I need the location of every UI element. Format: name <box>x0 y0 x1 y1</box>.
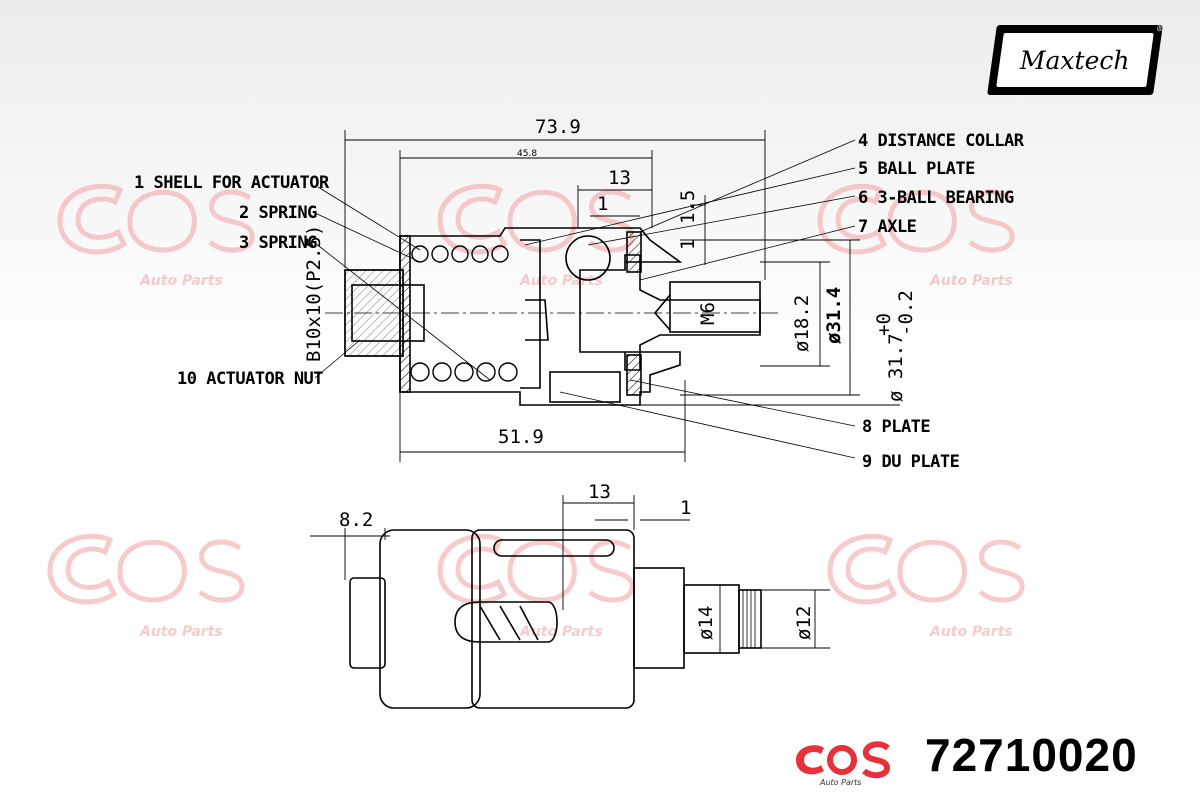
watermark-text: Auto Parts <box>519 273 603 289</box>
dim-side-13: 13 <box>588 481 611 503</box>
dim-side-1: 1 <box>680 497 691 519</box>
axle-tip <box>653 294 671 331</box>
ball-plate <box>520 239 541 389</box>
callout-ball-plate: 5 BALL PLATE <box>858 159 975 179</box>
dim-top-13: 13 <box>608 167 631 189</box>
watermark-text: Auto Parts <box>139 273 223 289</box>
callout-axle: 7 AXLE <box>858 217 917 237</box>
callout-distance-collar: 4 DISTANCE COLLAR <box>858 131 1025 151</box>
callout-3-ball-bearing: 6 3-BALL BEARING <box>858 188 1014 208</box>
callout-du-plate: 9 DU PLATE <box>862 452 960 472</box>
dim-body-51-9: 51.9 <box>498 426 544 448</box>
nut-stub <box>349 577 386 669</box>
dim-dia-31-7: ø 31.7 <box>885 333 907 402</box>
shell-wall <box>399 235 411 393</box>
dim-tol-minus: -0.2 <box>895 290 917 336</box>
brand-mark-text: Auto Parts <box>819 778 861 787</box>
watermark-text: Auto Parts <box>139 624 223 640</box>
callout-shell-for-actuator: 1 SHELL FOR ACTUATOR <box>134 173 330 193</box>
du-plate <box>549 371 621 403</box>
dim-side-8-2: 8.2 <box>339 509 373 531</box>
slot-top <box>493 539 615 557</box>
maxtech-logo-text: Maxtech <box>1020 45 1130 75</box>
dim-thread-label: B10x10(P2.5) <box>303 225 325 362</box>
spring-lower <box>410 362 518 382</box>
slot-side <box>454 601 558 643</box>
dim-inner-length: 45.8 <box>517 149 537 159</box>
dim-top-1: 1 <box>597 193 608 215</box>
spline-teeth <box>742 590 756 648</box>
dim-small-1-5: 1.5 <box>677 190 699 224</box>
side-view <box>349 529 762 709</box>
shell-body <box>379 529 481 709</box>
axle-stub <box>669 281 761 333</box>
dim-small-1: 1 <box>677 239 699 250</box>
callout-actuator-nut: 10 ACTUATOR NUT <box>177 369 323 389</box>
nut-hatch <box>344 269 404 357</box>
watermark-row-bottom: Auto Parts Auto Parts Auto Parts <box>50 536 1022 640</box>
spring-upper <box>411 245 509 263</box>
registered-mark: ® <box>1156 23 1165 33</box>
gos-brand-icon: Auto Parts <box>796 741 890 787</box>
dim-tol-plus: +0 <box>873 313 895 336</box>
dim-dia-18-2: ø18.2 <box>791 295 813 352</box>
spline <box>738 589 762 649</box>
watermark-text: Auto Parts <box>929 273 1013 289</box>
leader-lines <box>314 139 856 459</box>
distance-collar <box>626 231 642 273</box>
callout-plate: 8 PLATE <box>862 417 930 437</box>
maxtech-logo: Maxtech ® <box>987 23 1165 95</box>
plate <box>626 354 642 396</box>
watermark-text: Auto Parts <box>519 624 603 640</box>
part-number: 72710020 <box>925 729 1138 781</box>
bearing-ball <box>565 235 611 281</box>
callout-spring-2: 2 SPRING <box>239 203 317 223</box>
shell-upper <box>399 227 683 263</box>
shaft-collar <box>633 567 685 669</box>
dim-m6: M6 <box>697 302 719 325</box>
dim-total-length: 73.9 <box>535 116 581 138</box>
callout-spring-3: 3 SPRING <box>239 233 317 253</box>
dim-dia-31-4: ø31.4 <box>823 287 845 344</box>
section-view <box>325 227 780 406</box>
ball-plate-hub <box>525 299 549 341</box>
dim-dia-14: ø14 <box>695 606 717 640</box>
side-dimensions <box>310 495 830 653</box>
watermark-text: Auto Parts <box>929 624 1013 640</box>
dim-dia-12: ø12 <box>793 606 815 640</box>
